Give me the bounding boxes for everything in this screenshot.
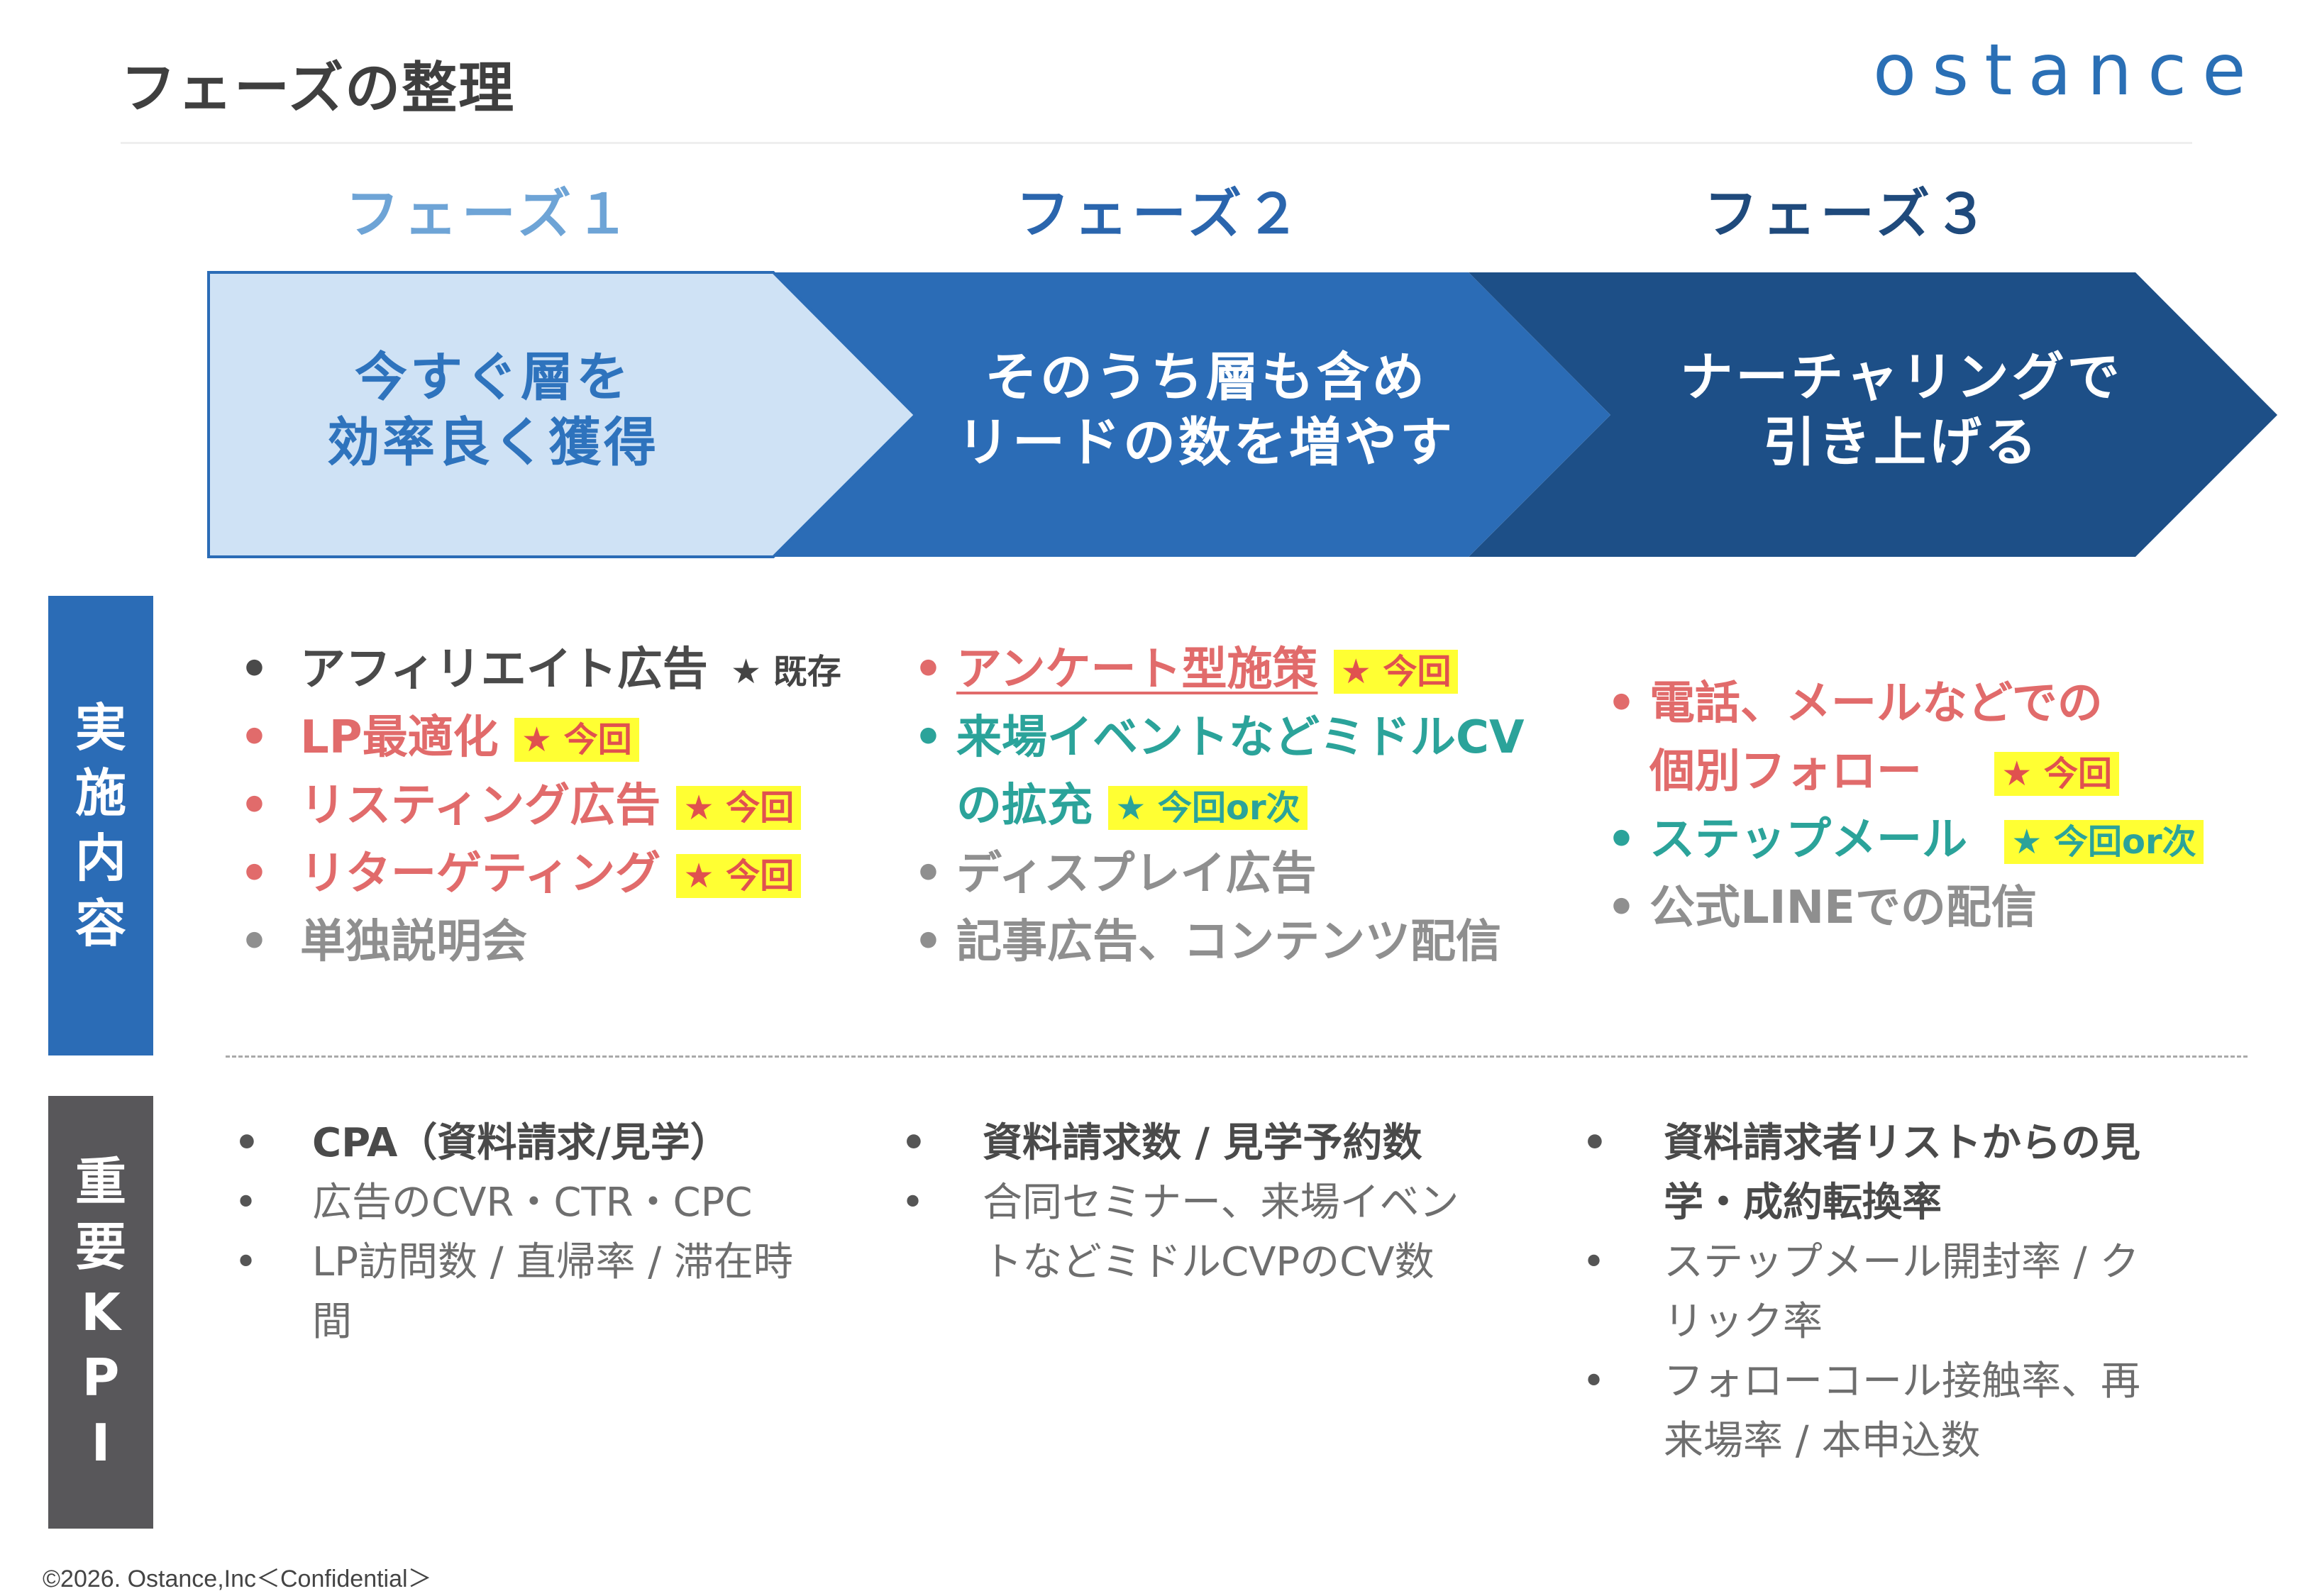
phase-arrow-banner [207, 271, 2277, 558]
list-item: LP訪問数 / 直帰率 / 滞在時 間 [227, 1233, 793, 1352]
kpi-text-line2: 来場率 / 本申込数 [1664, 1418, 1981, 1464]
list-item: リターゲティング ★ 今回 [233, 840, 849, 908]
kpi-text: 資料請求者リストからの見 [1664, 1120, 2140, 1166]
side-label-char: 内 [74, 829, 126, 888]
action-text: アンケート型施策 [956, 643, 1318, 696]
phase-3-actions: 電話、メールなどでの 個別フォロー ★ 今回 ステップメール ★ 今回or次 公… [1600, 670, 2204, 942]
this-time-or-next-tag: ★ 今回or次 [1108, 786, 1308, 831]
action-text: 単独説明会 [300, 916, 527, 968]
side-label-char: 実 [74, 698, 126, 758]
kpi-text: LP訪問数 / 直帰率 / 滞在時 [312, 1239, 793, 1285]
actions-side-label: 実 施 内 容 [48, 596, 153, 1055]
kpi-text: 合同セミナー、来場イベン [983, 1180, 1459, 1226]
kpi-text: ステップメール開封率 / ク [1664, 1239, 2140, 1285]
side-label-char: 容 [74, 894, 126, 953]
existing-tag: ★ 既存 [731, 652, 841, 692]
phase-3-chevron [1469, 272, 2277, 557]
phase-2-goal-line1: そのうち層も含め [985, 347, 1427, 408]
action-text: 記事広告、コンテンツ配信 [956, 916, 1501, 968]
kpi-text: CPA（資料請求/見学） [312, 1120, 730, 1166]
side-label-char: P [82, 1348, 120, 1407]
list-item: ステップメール開封率 / ク リック率 [1575, 1233, 2140, 1352]
list-item: アンケート型施策 ★ 今回 [907, 636, 1525, 704]
phase-1-chevron [207, 271, 917, 558]
this-time-tag: ★ 今回 [676, 854, 802, 899]
copyright-footer: ©2026. Ostance,Inc＜Confidential＞ [43, 1565, 432, 1592]
this-time-or-next-tag: ★ 今回or次 [2004, 820, 2204, 865]
action-text: リスティング広告 [300, 780, 661, 832]
kpi-text-line2: 学・成約転換率 [1664, 1180, 1942, 1226]
phase-3-heading: フェーズ３ [1703, 182, 1993, 245]
kpi-text-line2: リック率 [1664, 1299, 1823, 1345]
phase-1-goal-line1: 今すぐ層を [355, 347, 631, 408]
list-item: 合同セミナー、来場イベン トなどミドルCVPのCV数 [894, 1173, 1459, 1292]
action-text: ディスプレイ広告 [956, 848, 1317, 900]
list-item: 電話、メールなどでの [1600, 670, 2204, 738]
phase-3-goal-line2: 引き上げる [1763, 412, 2040, 473]
side-label-char: 要 [74, 1217, 126, 1277]
phase-1-kpis: CPA（資料請求/見学） 広告のCVR・CTR・CPC LP訪問数 / 直帰率 … [227, 1114, 793, 1352]
list-item: アフィリエイト広告 ★ 既存 [233, 636, 849, 704]
list-item: リスティング広告 ★ 今回 [233, 772, 849, 840]
phase-2-heading: フェーズ２ [1015, 182, 1305, 245]
list-item-continuation: 個別フォロー ★ 今回 [1600, 738, 2204, 806]
list-item: 資料請求者リストからの見 学・成約転換率 [1575, 1114, 2140, 1233]
action-text: 来場イベントなどミドルCV [956, 711, 1525, 764]
ostance-logo: ostance [1873, 28, 2262, 111]
list-item: 単独説明会 [233, 908, 849, 976]
action-text: 公式LINEでの配信 [1649, 882, 2037, 934]
action-text: アフィリエイト広告 [300, 643, 708, 696]
phase-3-goal-line1: ナーチャリングで [1680, 347, 2123, 408]
this-time-tag: ★ 今回 [676, 786, 802, 831]
title-divider [121, 142, 2192, 144]
section-divider [226, 1055, 2248, 1058]
kpi-text: フォローコール接触率、再 [1664, 1358, 2140, 1404]
phase-2-goal: そのうち層も含め リードの数を増やす [922, 345, 1490, 475]
phase-2-chevron [773, 272, 1610, 557]
phase-1-goal-line2: 効率良く獲得 [327, 412, 659, 473]
list-item: 資料請求数 / 見学予約数 [894, 1114, 1459, 1173]
kpi-text: 広告のCVR・CTR・CPC [312, 1180, 753, 1226]
kpi-text-line2: 間 [312, 1299, 352, 1345]
page-title: フェーズの整理 [121, 57, 516, 121]
list-item: 来場イベントなどミドルCV [907, 704, 1525, 772]
action-text: ステップメール [1649, 814, 1967, 866]
action-text: 個別フォロー [1649, 746, 1922, 798]
list-item: フォローコール接触率、再 来場率 / 本申込数 [1575, 1352, 2140, 1471]
list-item: CPA（資料請求/見学） [227, 1114, 793, 1173]
phase-2-goal-line2: リードの数を増やす [957, 412, 1455, 473]
action-text: LP最適化 [300, 711, 499, 764]
action-text: 電話、メールなどでの [1649, 677, 2103, 730]
this-time-tag: ★ 今回 [1994, 752, 2120, 797]
action-text: の拡充 [956, 780, 1093, 832]
phase-1-actions: アフィリエイト広告 ★ 既存 LP最適化 ★ 今回 リスティング広告 ★ 今回 … [233, 636, 849, 976]
this-time-tag: ★ 今回 [1333, 650, 1459, 694]
side-label-char: I [91, 1413, 111, 1473]
phase-3-goal: ナーチャリングで 引き上げる [1632, 345, 2171, 475]
list-item-continuation: の拡充 ★ 今回or次 [907, 772, 1525, 840]
list-item: ディスプレイ広告 [907, 840, 1525, 908]
kpi-side-label: 重 要 K P I [48, 1096, 153, 1529]
phase-1-goal: 今すぐ層を 効率良く獲得 [213, 345, 773, 475]
list-item: 記事広告、コンテンツ配信 [907, 908, 1525, 976]
phase-2-actions: アンケート型施策 ★ 今回 来場イベントなどミドルCV の拡充 ★ 今回or次 … [907, 636, 1525, 976]
kpi-text: 資料請求数 / 見学予約数 [983, 1120, 1422, 1166]
side-label-char: K [81, 1282, 121, 1342]
list-item: LP最適化 ★ 今回 [233, 704, 849, 772]
list-item: 広告のCVR・CTR・CPC [227, 1173, 793, 1233]
list-item: 公式LINEでの配信 [1600, 874, 2204, 942]
side-label-char: 施 [74, 763, 126, 823]
phase-3-kpis: 資料請求者リストからの見 学・成約転換率 ステップメール開封率 / ク リック率… [1575, 1114, 2140, 1471]
side-label-char: 重 [74, 1152, 126, 1212]
list-item: ステップメール ★ 今回or次 [1600, 806, 2204, 874]
phase-2-kpis: 資料請求数 / 見学予約数 合同セミナー、来場イベン トなどミドルCVPのCV数 [894, 1114, 1459, 1292]
phase-1-heading: フェーズ１ [345, 182, 634, 245]
this-time-tag: ★ 今回 [514, 718, 639, 763]
kpi-text-line2: トなどミドルCVPのCV数 [983, 1239, 1435, 1285]
action-text: リターゲティング [300, 848, 661, 900]
